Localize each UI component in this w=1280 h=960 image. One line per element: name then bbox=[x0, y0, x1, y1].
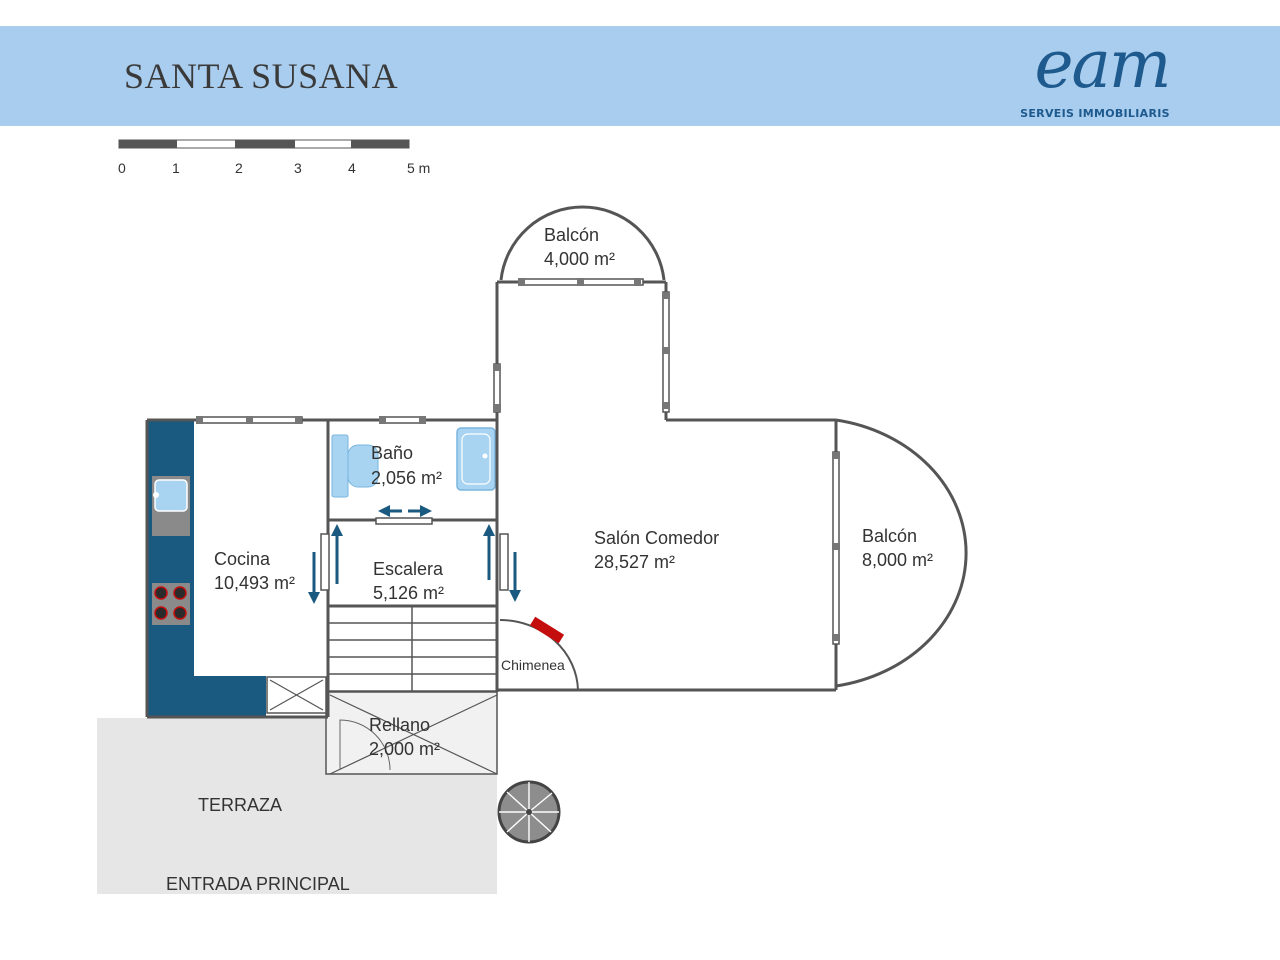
room-area-cocina: 10,493 m² bbox=[214, 573, 295, 593]
sink-icon bbox=[152, 476, 190, 536]
room-area-salon: 28,527 m² bbox=[594, 552, 675, 572]
brand-logo: eam bbox=[1034, 26, 1172, 103]
fireplace-icon bbox=[499, 616, 579, 691]
scale-label: 1 bbox=[172, 160, 180, 176]
bathtub-icon bbox=[456, 427, 496, 491]
stove-icon bbox=[152, 583, 190, 625]
toilet-icon bbox=[331, 434, 379, 498]
staircase bbox=[327, 605, 498, 692]
sliding-doors bbox=[320, 517, 509, 591]
window-frame-marks bbox=[196, 278, 840, 641]
balcony-top-outline bbox=[499, 205, 666, 281]
landing-cross bbox=[329, 694, 498, 775]
room-name-salon: Salón Comedor bbox=[594, 528, 719, 548]
door-swing bbox=[339, 719, 391, 771]
room-name-escalera: Escalera bbox=[373, 559, 444, 579]
terrace-label: TERRAZA bbox=[198, 795, 282, 815]
room-area-balcon-right: 8,000 m² bbox=[862, 550, 933, 570]
walls bbox=[145, 280, 838, 719]
scale-label: 5 m bbox=[407, 160, 430, 176]
room-area-escalera: 5,126 m² bbox=[373, 583, 444, 603]
scale-label: 0 bbox=[118, 160, 126, 176]
brand-subtitle: SERVEIS IMMOBILIARIS bbox=[1020, 107, 1170, 120]
room-area-balcon-top: 4,000 m² bbox=[544, 249, 615, 269]
scale-segment bbox=[119, 140, 177, 148]
page-title: SANTA SUSANA bbox=[124, 56, 399, 96]
scale-segment bbox=[235, 140, 295, 148]
scale-label: 3 bbox=[294, 160, 302, 176]
room-name-balcon-top: Balcón bbox=[544, 225, 599, 245]
room-area-rellano: 2,000 m² bbox=[369, 739, 440, 759]
scale-label: 2 bbox=[235, 160, 243, 176]
room-name-chimenea: Chimenea bbox=[501, 657, 565, 673]
main-entrance-label: ENTRADA PRINCIPAL bbox=[166, 874, 350, 894]
room-name-bano: Baño bbox=[371, 443, 413, 463]
spiral-staircase-icon bbox=[497, 780, 561, 844]
balcony-right-outline bbox=[835, 418, 968, 688]
door-arrows bbox=[308, 505, 521, 604]
scale-label: 4 bbox=[348, 160, 356, 176]
header-banner bbox=[0, 26, 1280, 126]
scale-segment bbox=[351, 140, 409, 148]
cabinet-cross bbox=[269, 679, 324, 711]
room-name-cocina: Cocina bbox=[214, 549, 271, 569]
scale-bar: 0 1 2 3 4 5 m bbox=[118, 139, 430, 176]
room-name-rellano: Rellano bbox=[369, 715, 430, 735]
room-area-bano: 2,056 m² bbox=[371, 468, 442, 488]
room-name-balcon-right: Balcón bbox=[862, 526, 917, 546]
